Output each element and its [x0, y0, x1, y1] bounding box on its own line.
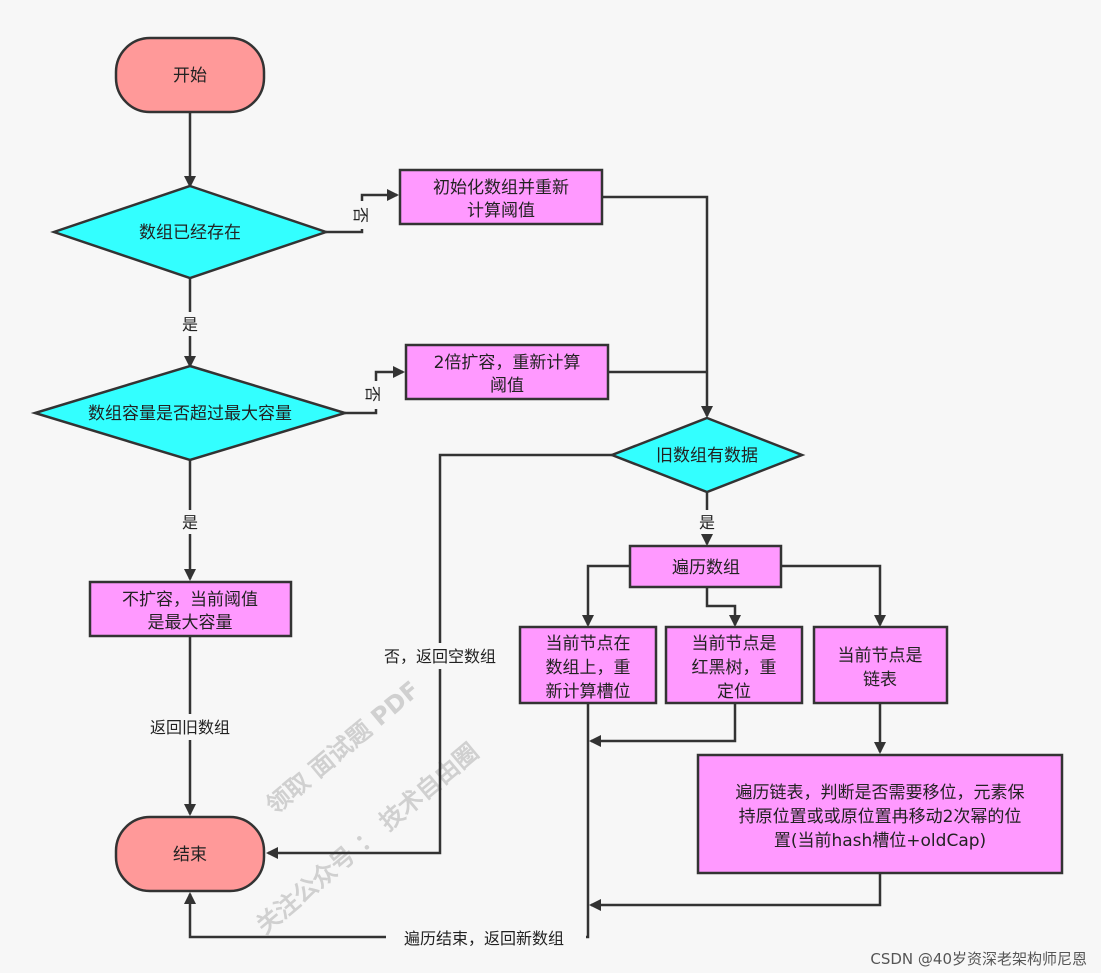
- edge-label-yes-2: 是: [182, 513, 198, 532]
- array-slot-label-line3: 新计算槽位: [546, 682, 631, 702]
- capacity-diamond: [30, 364, 350, 462]
- end-shape: [114, 815, 266, 893]
- traverse-list-label-line1: 遍历链表，判断是否需要移位，元素保: [736, 783, 1025, 803]
- node-rbtree: 当前节点是 红黑树，重 定位: [664, 625, 804, 705]
- noexpand-shape: [88, 580, 293, 638]
- list-label-line2: 链表: [863, 670, 897, 690]
- node-init: 初始化数组并重新 计算阈值: [398, 168, 604, 226]
- noexpand-label-line2: 是最大容量: [148, 613, 233, 633]
- init-label-line2: 计算阈值: [467, 201, 535, 221]
- list-shape: [812, 625, 949, 705]
- node-traverse-list: 遍历链表，判断是否需要移位，元素保 持原位置或或原位置冉移动2次幂的位 置(当前…: [696, 753, 1064, 875]
- init-shape: [398, 168, 604, 226]
- rbtree-label-line1: 当前节点是: [692, 634, 777, 654]
- edge-traverse-list: [781, 564, 886, 627]
- traverse-list-label-line3: 置(当前hash槽位+oldCap): [774, 831, 986, 851]
- edge-labels: 否 否 是 是 是 返回旧数组 否，返回空数组 遍历结束，返回新数组: [138, 201, 721, 951]
- node-traverse: 遍历数组: [628, 544, 783, 589]
- edge-label-return-empty: 否，返回空数组: [384, 647, 496, 666]
- node-double: 2倍扩容，重新计算 阈值: [404, 343, 610, 401]
- edge-label-no-2: 否: [363, 386, 382, 402]
- rbtree-label-line2: 红黑树，重: [692, 658, 777, 678]
- edge-init-olddata: [602, 195, 713, 418]
- edge-label-return-old: 返回旧数组: [150, 718, 230, 737]
- exists-label: 数组已经存在: [139, 223, 241, 243]
- node-array-slot: 当前节点在 数组上，重 新计算槽位: [518, 625, 658, 705]
- start-shape: [114, 36, 266, 114]
- watermark-line2: 关注公众号 ： 技术自由圈: [251, 738, 484, 940]
- traverse-list-shape: [696, 753, 1064, 875]
- olddata-label: 旧数组有数据: [656, 446, 758, 466]
- edge-traverselist-merge: [589, 873, 882, 911]
- edge-traverse-rbtree: [705, 587, 741, 627]
- list-label-line1: 当前节点是: [838, 646, 923, 666]
- rbtree-shape: [664, 625, 804, 705]
- edge-rbtree-merge: [589, 703, 737, 747]
- node-start: 开始: [114, 36, 266, 114]
- node-exists-decision: 数组已经存在: [50, 184, 330, 280]
- node-olddata-decision: 旧数组有数据: [608, 416, 806, 494]
- rbtree-label-line3: 定位: [717, 682, 751, 702]
- array-slot-shape: [518, 625, 658, 705]
- double-shape: [404, 343, 610, 401]
- traverse-list-label-line2: 持原位置或或原位置冉移动2次幂的位: [739, 807, 1022, 827]
- double-label-line1: 2倍扩容，重新计算: [434, 353, 581, 373]
- exists-diamond: [50, 184, 330, 280]
- node-list: 当前节点是 链表: [812, 625, 949, 705]
- array-slot-label-line1: 当前节点在: [546, 634, 631, 654]
- edge-label-no-1: 否: [351, 207, 370, 223]
- traverse-label: 遍历数组: [672, 558, 740, 578]
- capacity-label: 数组容量是否超过最大容量: [88, 404, 292, 424]
- init-label-line1: 初始化数组并重新: [433, 178, 569, 198]
- edge-label-return-new: 遍历结束，返回新数组: [404, 929, 564, 948]
- node-end: 结束: [114, 815, 266, 893]
- array-slot-label-line2: 数组上，重: [546, 658, 631, 678]
- edge-label-yes-1: 是: [182, 315, 198, 334]
- node-noexpand: 不扩容，当前阈值 是最大容量: [88, 580, 293, 638]
- end-label: 结束: [173, 845, 207, 865]
- edge-label-yes-3: 是: [699, 513, 715, 532]
- double-label-line2: 阈值: [490, 376, 524, 396]
- traverse-shape: [628, 544, 783, 589]
- noexpand-label-line1: 不扩容，当前阈值: [122, 590, 258, 610]
- watermark: 领取 面试题 PDF 关注公众号 ： 技术自由圈: [251, 676, 484, 940]
- start-label: 开始: [173, 66, 207, 86]
- credit-text: CSDN @40岁资深老架构师尼恩: [870, 950, 1087, 968]
- olddata-diamond: [608, 416, 806, 494]
- edge-traverse-array: [582, 564, 630, 627]
- node-capacity-decision: 数组容量是否超过最大容量: [30, 364, 350, 462]
